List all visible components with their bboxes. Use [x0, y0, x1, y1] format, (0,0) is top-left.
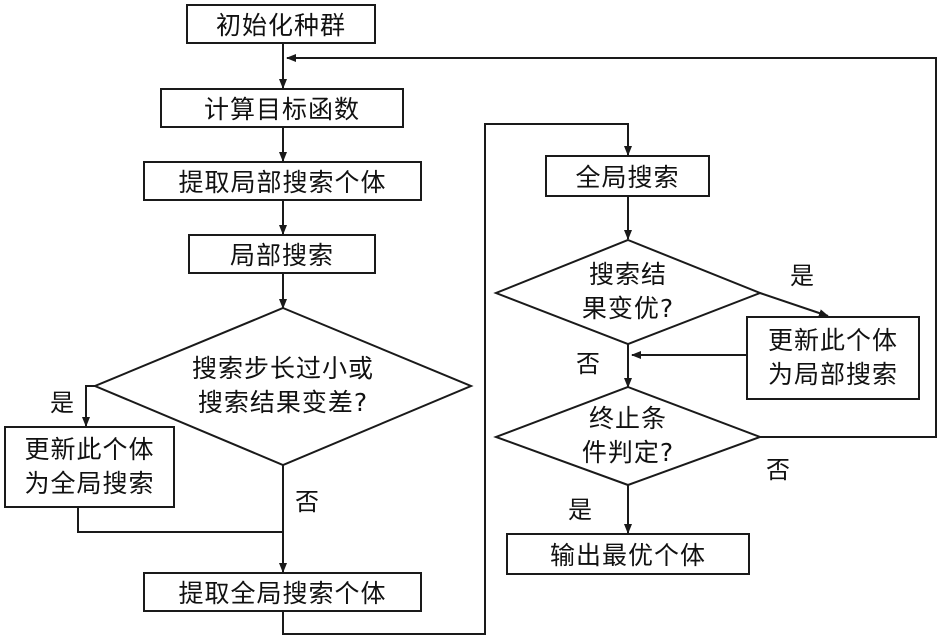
decision-global-shape	[493, 238, 763, 346]
decision-global-line1: 搜索结	[588, 260, 667, 289]
global-search-text: 全局搜索	[575, 163, 680, 192]
arrow-decision-yes-to-update	[82, 385, 95, 427]
line-update-to-merge	[77, 507, 283, 533]
local-search-box: 局部搜索	[188, 234, 376, 274]
decision-local-shape	[92, 306, 474, 467]
arrow-stop-no-loop	[286, 54, 937, 438]
extract-local-box: 提取局部搜索个体	[143, 161, 422, 201]
extract-global-text: 提取全局搜索个体	[178, 579, 387, 608]
decision-stop-text: 终止条 件判定?	[566, 402, 690, 470]
label-yes-stop: 是	[568, 496, 592, 524]
decision-stop-shape	[493, 385, 763, 487]
init-text: 初始化种群	[215, 11, 346, 40]
calc-box: 计算目标函数	[160, 88, 404, 128]
update-global-box: 更新此个体 为全局搜索	[4, 426, 175, 508]
label-yes-local: 是	[50, 389, 74, 417]
arrow-extract-global-to-global-search	[282, 123, 632, 635]
extract-global-box: 提取全局搜索个体	[143, 572, 422, 612]
label-yes-global: 是	[790, 262, 814, 290]
output-box: 输出最优个体	[506, 533, 750, 575]
update-global-line2: 为全局搜索	[24, 469, 155, 498]
update-global-line1: 更新此个体	[24, 435, 155, 464]
decision-local-text: 搜索步长过小或 搜索结果变差?	[160, 352, 406, 420]
label-no-local: 否	[295, 488, 319, 516]
update-local-line1: 更新此个体	[767, 326, 898, 355]
label-no-global: 否	[576, 350, 600, 378]
calc-text: 计算目标函数	[203, 95, 360, 124]
init-box: 初始化种群	[186, 4, 376, 44]
decision-stop-line2: 件判定?	[581, 438, 675, 467]
decision-global-line2: 果变优?	[581, 294, 675, 323]
extract-local-text: 提取局部搜索个体	[178, 168, 387, 197]
output-text: 输出最优个体	[549, 541, 706, 570]
update-local-line2: 为局部搜索	[767, 360, 898, 389]
decision-local-line1: 搜索步长过小或	[191, 354, 374, 383]
local-search-text: 局部搜索	[229, 241, 334, 270]
decision-local-line2: 搜索结果变差?	[197, 388, 369, 417]
arrow-decision-yes-to-update-local	[759, 292, 829, 317]
update-local-box: 更新此个体 为局部搜索	[746, 316, 920, 400]
global-search-box: 全局搜索	[545, 155, 710, 197]
label-no-stop: 否	[766, 456, 790, 484]
decision-global-text: 搜索结 果变优?	[566, 258, 690, 326]
decision-stop-line1: 终止条	[588, 404, 667, 433]
